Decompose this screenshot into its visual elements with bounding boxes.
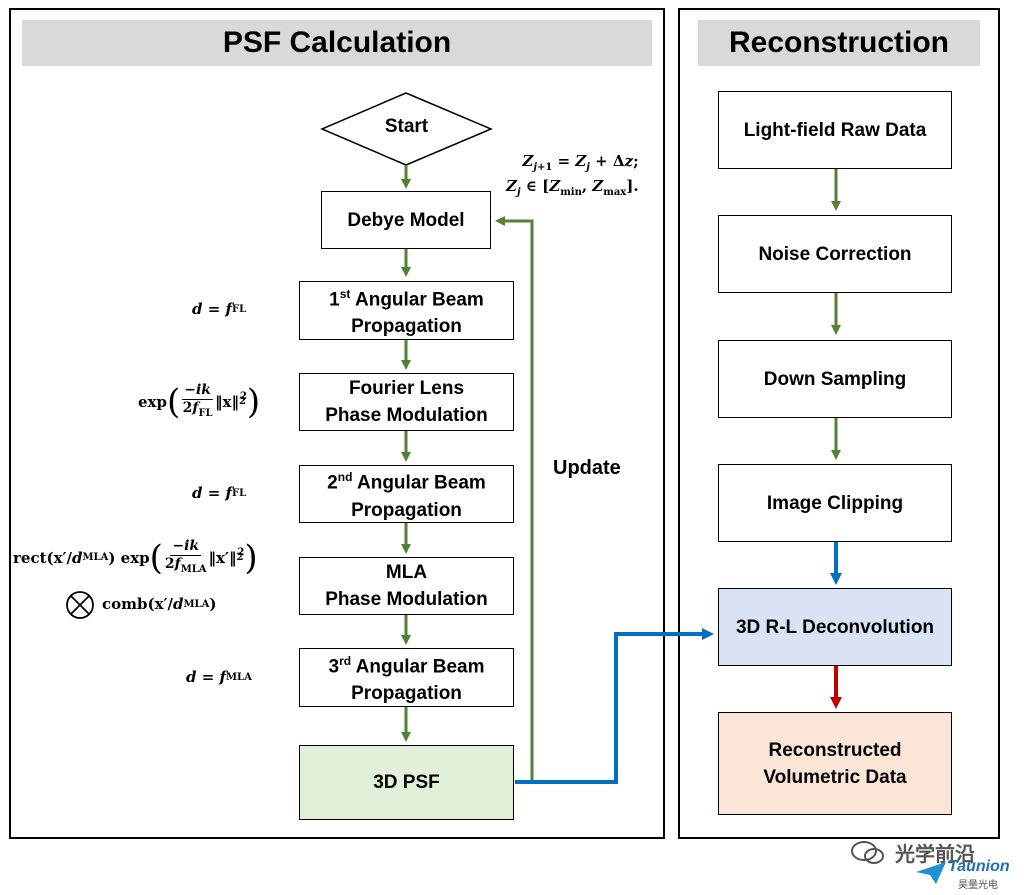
step-fourier-lens: Fourier Lens Phase Modulation <box>299 373 514 431</box>
step-debye-model: Debye Model <box>321 191 491 249</box>
step-label-line2: Propagation <box>351 316 462 338</box>
step-label-line2: Phase Modulation <box>325 589 488 610</box>
psf-to-deconv-arrow <box>515 628 714 784</box>
update-label: Update <box>553 457 621 479</box>
step-label-line1: 1st Angular Beam <box>329 286 484 311</box>
equation-z-update: Zj+1 = Zj + Δz; Zj ∈ [Zmin, Zmax]. <box>506 152 639 198</box>
step-label: Image Clipping <box>766 492 904 514</box>
step-label: 3D R-L Deconvolution <box>735 616 935 638</box>
step-label-line2: Propagation <box>351 499 462 521</box>
step-label-line2: Propagation <box>351 683 462 705</box>
watermark-text: 光学前沿 <box>895 844 975 866</box>
step-rl-deconvolution: 3D R-L Deconvolution <box>718 588 952 666</box>
step-down-sampling: Down Sampling <box>718 340 952 418</box>
step-label: Down Sampling <box>763 368 907 390</box>
paper-plane-icon <box>916 862 946 884</box>
step-label-line1: Fourier Lens <box>348 378 465 399</box>
step-label-line1: Reconstructed <box>768 739 902 761</box>
step-angular-beam-2: 2nd Angular Beam Propagation <box>299 465 514 523</box>
step-label: Debye Model <box>347 209 465 231</box>
equation-z-update-line1: Zj+1 = Zj + Δz; <box>522 152 639 173</box>
step-label-line2: Volumetric Data <box>763 766 907 788</box>
step-raw-data: Light-field Raw Data <box>718 91 952 169</box>
step-reconstructed-volume: Reconstructed Volumetric Data <box>718 712 952 815</box>
step-image-clipping: Image Clipping <box>718 464 952 542</box>
watermark-brand-sub: 昊量光电 <box>958 880 998 891</box>
equation-z-update-line2: Zj ∈ [Zmin, Zmax]. <box>506 177 639 198</box>
step-label-line1: 2nd Angular Beam <box>327 470 486 494</box>
step-label-line2: Phase Modulation <box>325 405 488 426</box>
step-label: Noise Correction <box>758 243 912 265</box>
step-angular-beam-1: 1st Angular Beam Propagation <box>299 281 514 340</box>
wechat-logo-icon <box>851 841 884 864</box>
reconstruction-panel-title: Reconstruction <box>698 20 980 66</box>
psf-panel-title: PSF Calculation <box>22 20 652 66</box>
step-angular-beam-3: 3rd Angular Beam Propagation <box>299 648 514 707</box>
step-label: Light-field Raw Data <box>743 119 927 141</box>
start-label: Start <box>384 116 429 137</box>
tensor-product-icon <box>66 591 94 619</box>
step-label: 3D PSF <box>373 772 440 793</box>
step-label-line1: 3rd Angular Beam <box>328 653 485 678</box>
step-mla-phase: MLA Phase Modulation <box>299 557 514 615</box>
step-noise-correction: Noise Correction <box>718 215 952 293</box>
step-3d-psf: 3D PSF <box>299 745 514 820</box>
step-label-line1: MLA <box>385 562 428 583</box>
watermark-brand: Taunion <box>948 858 1010 875</box>
